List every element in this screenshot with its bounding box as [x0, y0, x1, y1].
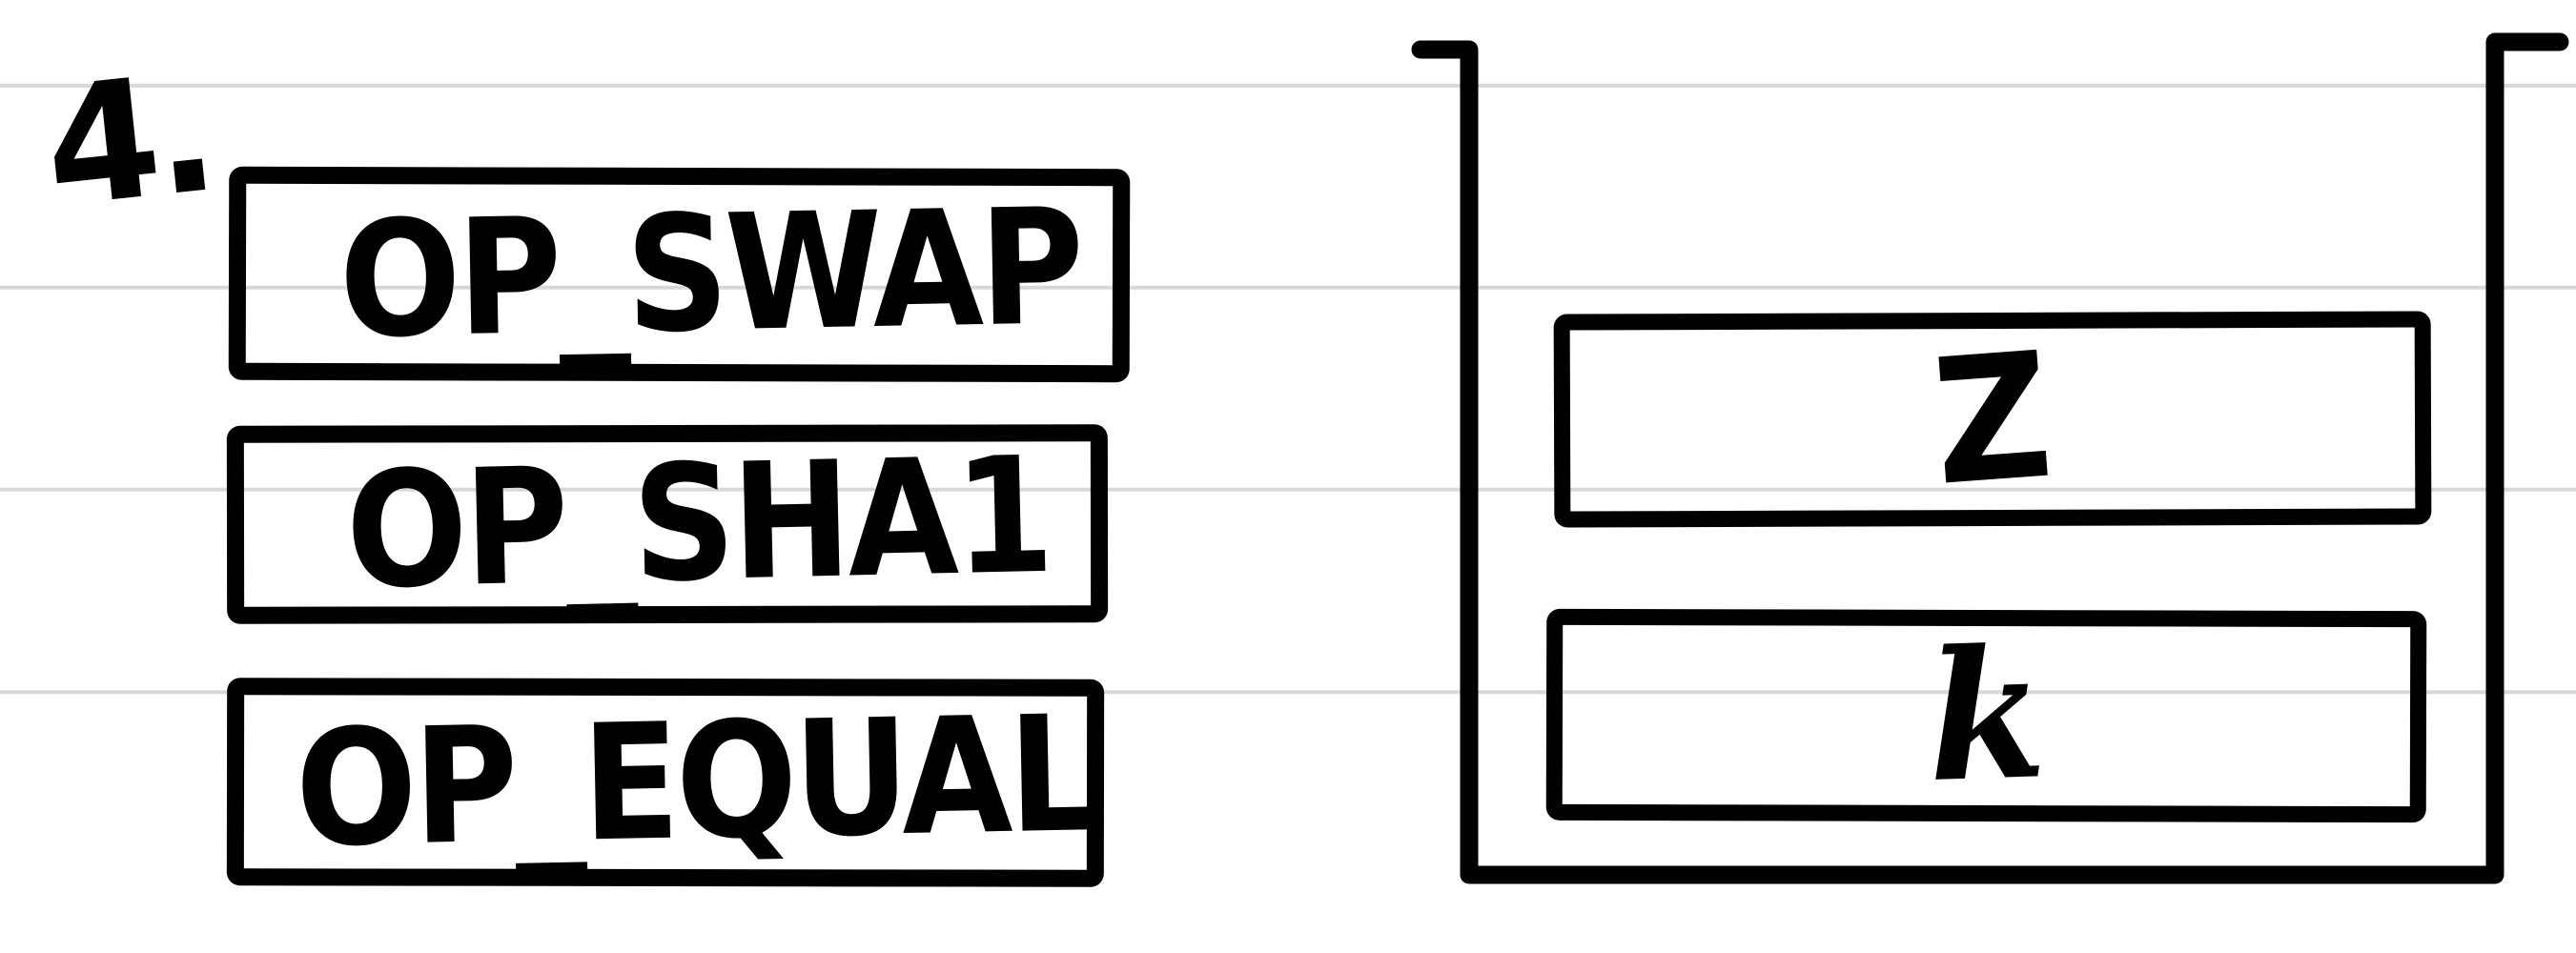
opcode-box-equal: OP_EQUAL	[226, 678, 1105, 887]
stack-item-label-k: k	[1924, 608, 2049, 822]
stack-item-k: k	[1545, 608, 2427, 823]
stack-item-label-z: Z	[1927, 314, 2058, 525]
opcode-label-swap: OP_SWAP	[337, 174, 1082, 375]
stack-container: Z k	[1411, 0, 2569, 953]
opcode-label-equal: OP_EQUAL	[294, 681, 1098, 883]
opcode-label-sha1: OP_SHA1	[343, 423, 1053, 625]
stack-item-z: Z	[1553, 311, 2432, 528]
step-number-label: 4.	[35, 36, 221, 245]
opcode-box-sha1: OP_SHA1	[226, 423, 1109, 625]
stack-bracket-path	[1411, 32, 2569, 884]
stack-bracket-icon	[1411, 32, 2569, 884]
opcode-box-swap: OP_SWAP	[228, 166, 1131, 383]
